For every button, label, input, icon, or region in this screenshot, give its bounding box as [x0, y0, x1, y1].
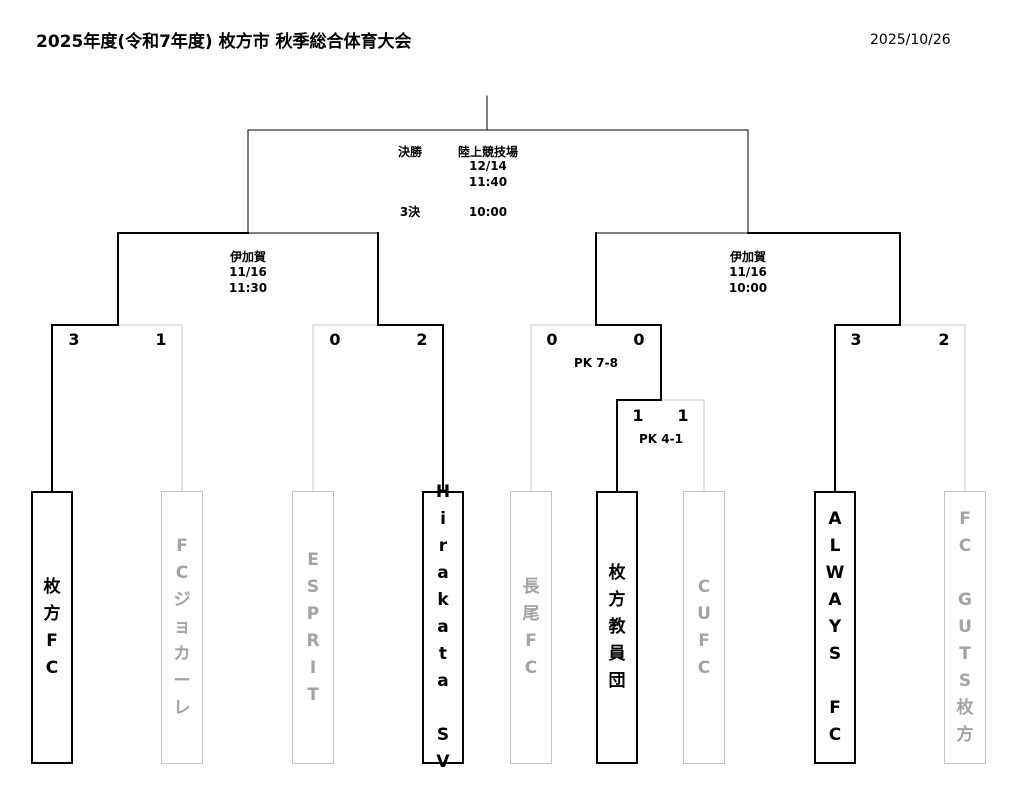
- team-name-char: [962, 560, 968, 587]
- score: 3: [850, 330, 862, 349]
- score: 0: [633, 330, 645, 349]
- third-place-label: 3決: [399, 205, 421, 219]
- team-name-char: F: [525, 630, 537, 651]
- score: 0: [546, 330, 558, 349]
- score: 0: [329, 330, 341, 349]
- team-name-char: 教: [608, 617, 626, 637]
- team-name-char: [832, 668, 838, 695]
- semi-left-venue: 伊加賀: [229, 250, 266, 264]
- team-name-char: C: [524, 657, 538, 678]
- score: 3: [68, 330, 80, 349]
- team-name-char: G: [958, 590, 972, 610]
- team-name-char: C: [958, 536, 972, 556]
- team-name-char: H: [435, 482, 451, 502]
- team-name-char: i: [440, 509, 446, 529]
- team-name-char: ジ: [173, 590, 191, 610]
- team-name-char: 方: [608, 590, 626, 610]
- team-name-char: C: [697, 576, 711, 597]
- pk-result: PK 7-8: [574, 356, 618, 370]
- team-name-char: C: [828, 725, 842, 745]
- semi-right-date: 11/16: [729, 265, 767, 279]
- team-name-char: F: [959, 509, 971, 529]
- final-label: 決勝: [397, 145, 422, 159]
- team-name-char: a: [437, 617, 449, 637]
- team-name-char: S: [958, 671, 972, 691]
- score: 1: [677, 406, 689, 425]
- team-name-char: 枚: [43, 576, 61, 597]
- score: 1: [155, 330, 167, 349]
- tournament-title: 2025年度(令和7年度) 枚方市 秋季総合体育大会: [36, 32, 412, 52]
- team-name-char: ー: [173, 671, 191, 691]
- team-name-char: F: [46, 630, 58, 651]
- score: 2: [416, 330, 428, 349]
- team-name-char: F: [176, 536, 188, 556]
- team-name-char: C: [697, 657, 711, 678]
- pk-result: PK 4-1: [639, 432, 683, 446]
- final-venue: 陸上競技場: [457, 145, 518, 159]
- team-name-char: 員: [608, 644, 626, 664]
- team-name-char: Y: [828, 617, 842, 637]
- team-name-char: I: [309, 657, 317, 678]
- team-name-char: ョ: [173, 617, 191, 637]
- team-name-char: V: [436, 752, 450, 772]
- team-name-char: S: [306, 576, 320, 597]
- team-name-char: T: [959, 644, 971, 664]
- tournament-date: 2025/10/26: [870, 32, 951, 48]
- team-name-char: 長: [522, 576, 540, 597]
- team-name-char: E: [307, 549, 319, 570]
- team-name-char: 団: [608, 671, 626, 691]
- team-name-char: U: [697, 603, 711, 624]
- team-name-char: t: [438, 644, 448, 664]
- team-name-char: 方: [956, 725, 974, 745]
- team-name-char: A: [828, 590, 842, 610]
- semi-left-date: 11/16: [229, 265, 267, 279]
- team-name-char: C: [45, 657, 59, 678]
- team-name-char: a: [437, 671, 449, 691]
- team-name-char: r: [438, 536, 448, 556]
- final-time: 11:40: [468, 175, 508, 189]
- team-name-char: 方: [43, 603, 61, 624]
- semi-left-time: 11:30: [228, 281, 268, 295]
- team-name-char: k: [437, 590, 449, 610]
- score: 2: [938, 330, 950, 349]
- team-name-char: S: [436, 725, 450, 745]
- semi-right-venue: 伊加賀: [729, 250, 766, 264]
- team-name-char: U: [958, 617, 972, 637]
- team-name-char: C: [175, 563, 189, 583]
- semi-right-time: 10:00: [728, 281, 768, 295]
- team-name-char: F: [829, 698, 841, 718]
- team-name-char: A: [828, 509, 842, 529]
- third-place-time: 10:00: [468, 205, 508, 219]
- team-name-char: S: [828, 644, 842, 664]
- team-name-char: L: [829, 536, 841, 556]
- team-name-char: カ: [173, 644, 191, 664]
- team-name-char: 枚: [608, 563, 626, 583]
- team-name-char: レ: [173, 698, 191, 718]
- team-name-char: [440, 695, 446, 722]
- team-name-char: R: [306, 630, 320, 651]
- team-box-winner: 枚方教員団: [596, 491, 638, 764]
- final-date: 12/14: [469, 159, 507, 173]
- team-name-char: 尾: [522, 603, 540, 624]
- team-name-char: 枚: [956, 698, 974, 718]
- team-name-char: T: [307, 684, 319, 705]
- team-name-char: P: [306, 603, 320, 624]
- team-name-char: a: [437, 563, 449, 583]
- team-name-char: F: [698, 630, 710, 651]
- team-name-char: W: [825, 563, 845, 583]
- score: 1: [632, 406, 644, 425]
